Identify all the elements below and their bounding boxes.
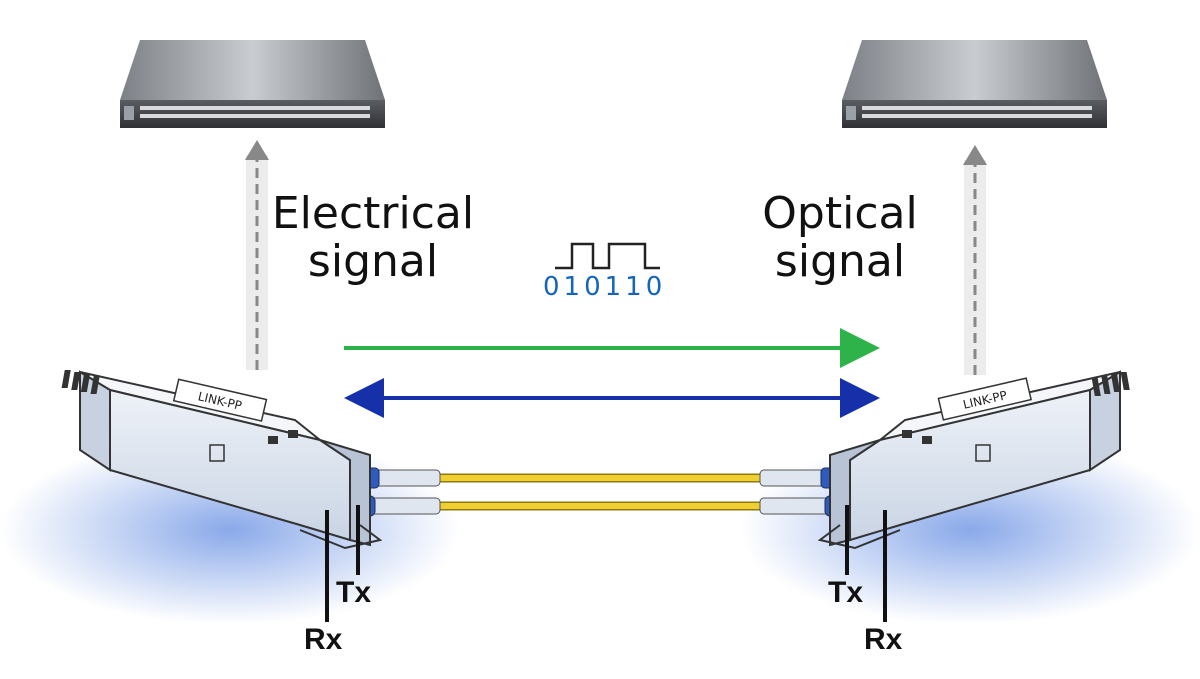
left-sfp-transceiver-icon (61, 370, 383, 550)
right-tx-label: Tx (828, 576, 864, 609)
optical-line2: signal (774, 236, 906, 287)
left-tx-label: Tx (336, 576, 372, 609)
electrical-line2: signal (307, 236, 439, 287)
optical-signal-label: Optical signal (740, 192, 940, 284)
right-rx-label: Rx (864, 623, 903, 656)
left-uplink-arrow (245, 140, 269, 370)
left-rx-label: Rx (304, 623, 343, 656)
optical-line1: Optical (762, 188, 918, 239)
square-wave-icon (555, 242, 660, 270)
right-label-plate (937, 377, 1032, 421)
left-label-plate (172, 378, 268, 422)
right-uplink-arrow (963, 145, 987, 375)
left-switch-icon (120, 40, 385, 128)
electrical-signal-label: Electrical signal (268, 192, 478, 284)
right-switch-icon (842, 40, 1107, 128)
binary-bits-label: 010110 (543, 272, 667, 302)
electrical-line1: Electrical (271, 188, 475, 239)
